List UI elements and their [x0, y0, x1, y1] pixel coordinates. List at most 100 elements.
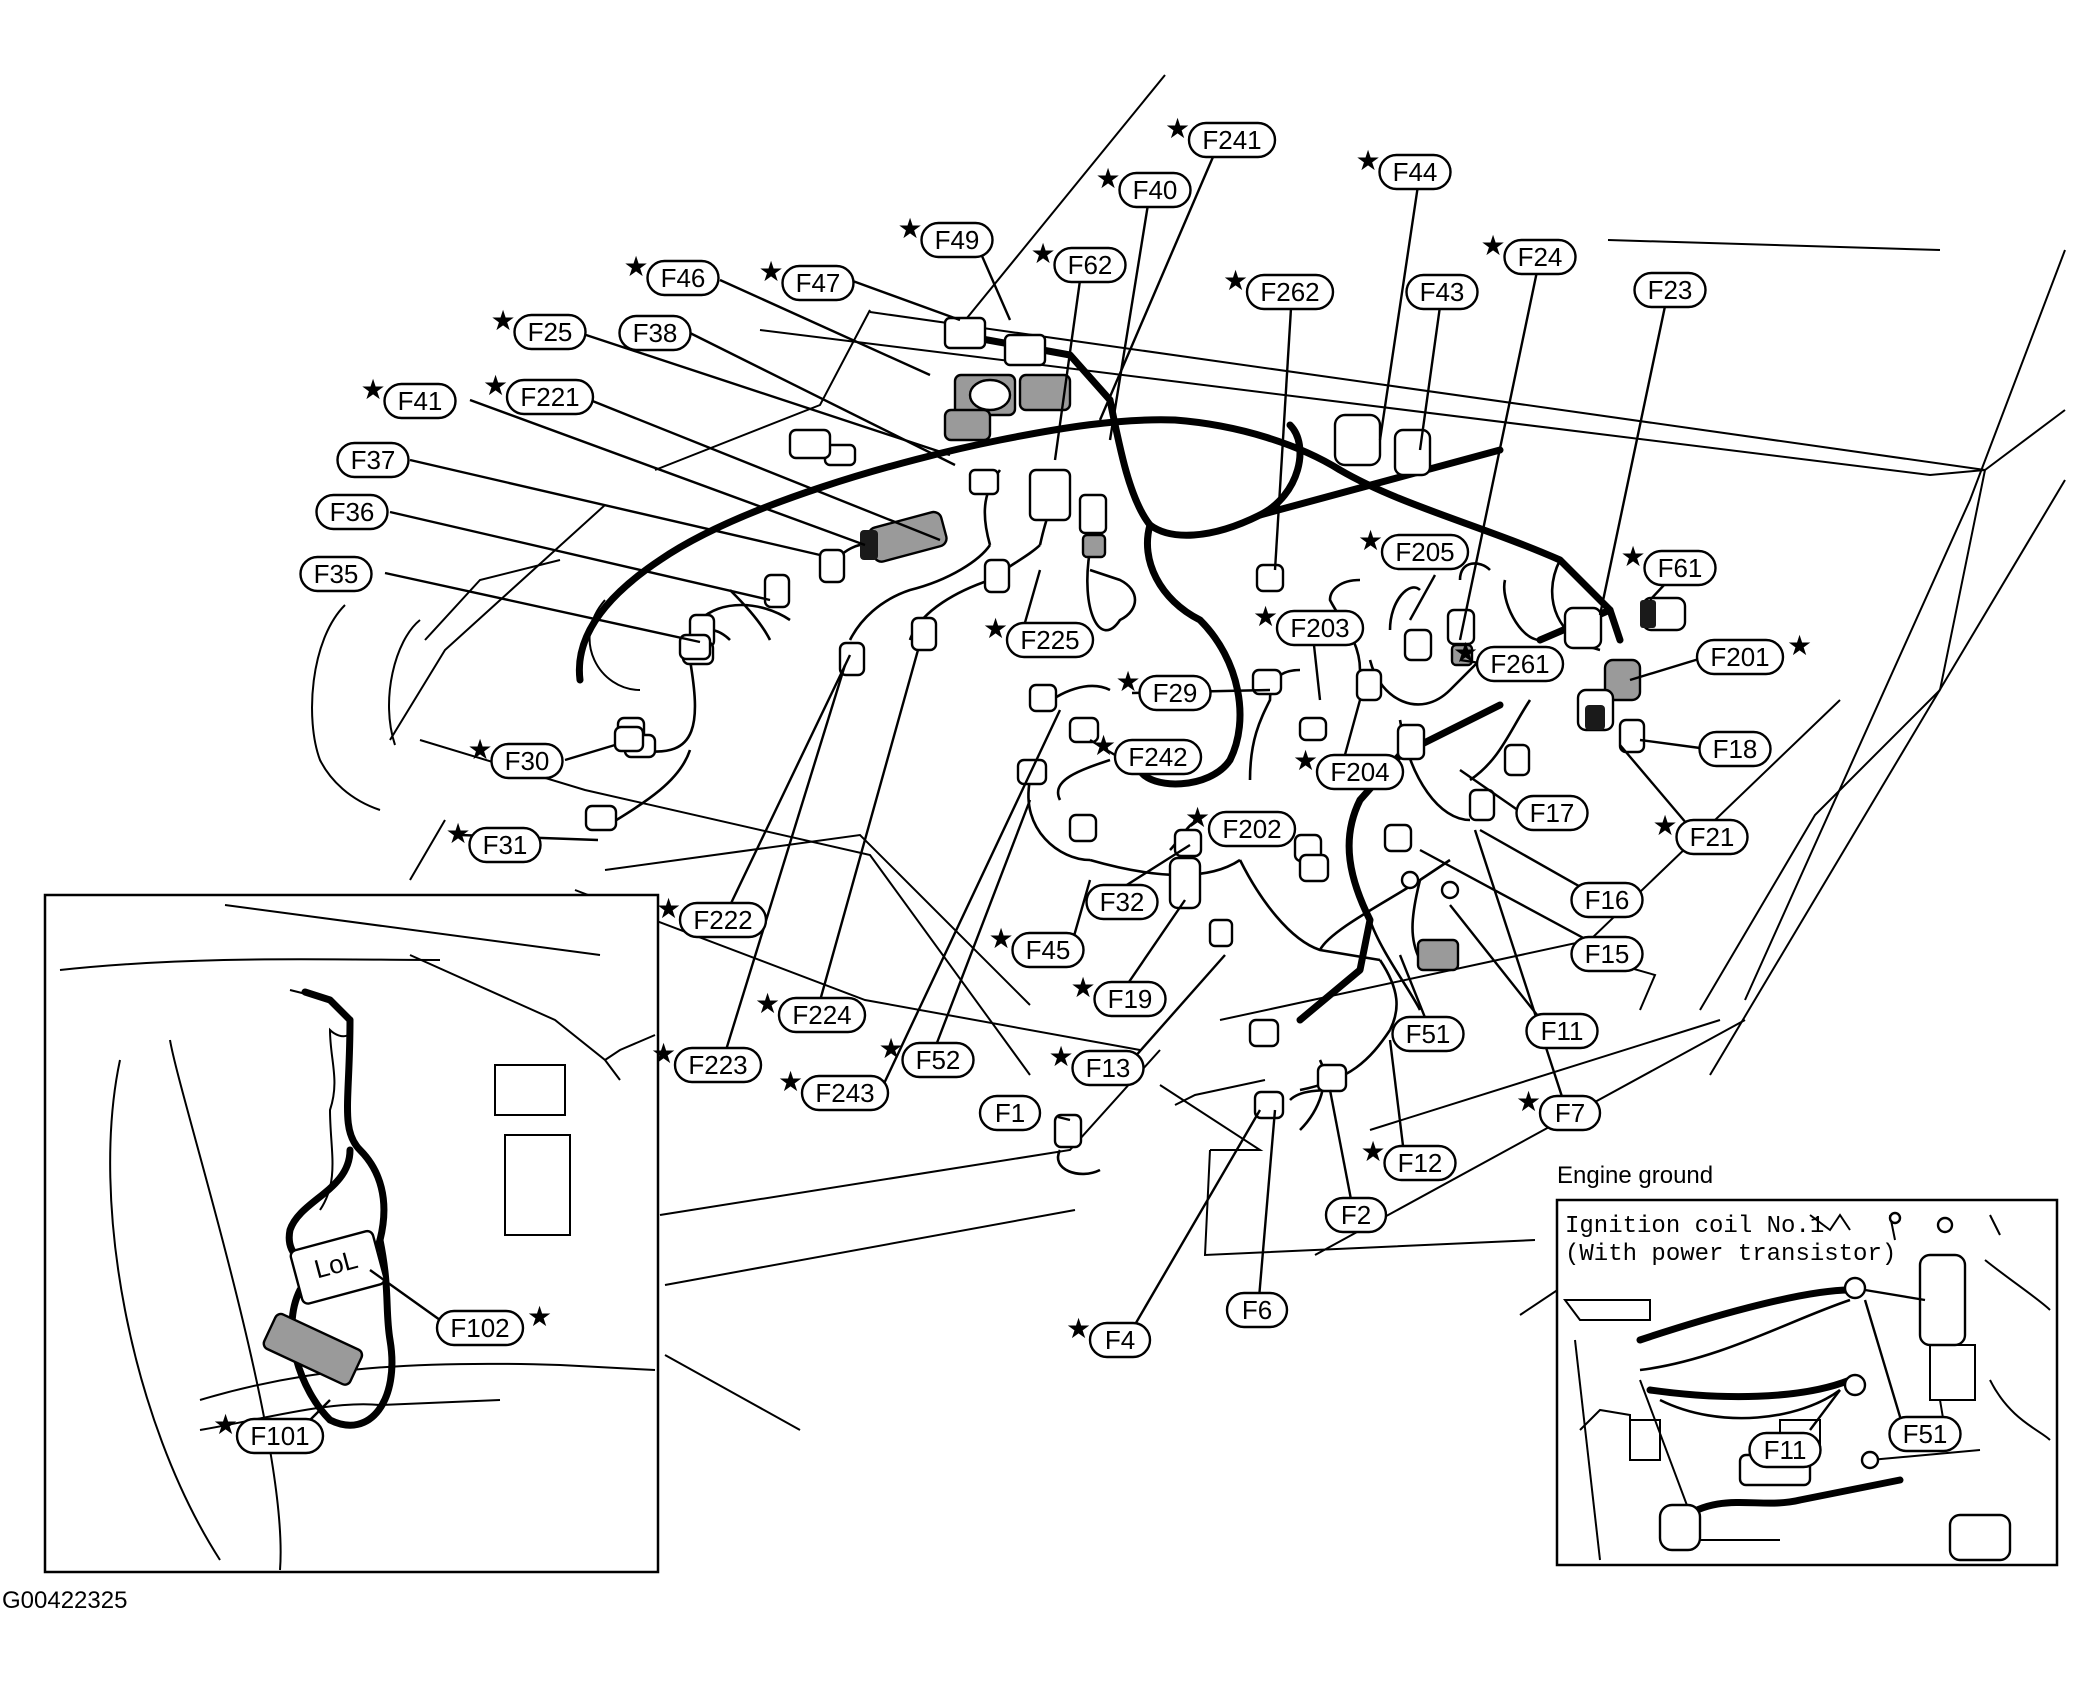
label-bubble	[1570, 881, 1644, 919]
star-icon: ★	[1358, 524, 1383, 557]
label-bubble	[1187, 121, 1277, 159]
connector-shapes	[584, 316, 1687, 1149]
label-text: F4	[1105, 1325, 1135, 1355]
label-text: F47	[796, 268, 841, 298]
label-text: F19	[1108, 984, 1153, 1014]
label-text: F40	[1133, 175, 1178, 205]
label-bubble	[235, 1417, 325, 1455]
label-f224: F224★	[755, 987, 867, 1034]
label-f201: F201★	[1695, 629, 1812, 676]
label-bubble	[646, 259, 720, 297]
label-f32: F32	[1085, 883, 1159, 921]
right-inset: Engine ground Ignition coil No.1 (With p…	[1555, 1162, 2059, 1567]
label-text: F13	[1086, 1053, 1131, 1083]
label-text: F43	[1420, 277, 1465, 307]
label-text: F31	[483, 830, 528, 860]
label-text: F23	[1648, 275, 1693, 305]
inset-title-line2: (With power transistor)	[1565, 1241, 1896, 1268]
label-f18: F18	[1698, 730, 1772, 768]
star-icon: ★	[446, 817, 471, 850]
label-text: F38	[633, 318, 678, 348]
label-f203: F203★	[1253, 600, 1365, 647]
label-f51: F51	[1391, 1015, 1465, 1053]
label-f242: F242★	[1091, 729, 1203, 776]
label-f261: F261★	[1453, 636, 1565, 683]
label-text: F24	[1518, 242, 1563, 272]
star-icon: ★	[1223, 264, 1248, 297]
label-bubble	[1503, 238, 1577, 276]
label-text: F52	[916, 1045, 961, 1075]
star-icon: ★	[1165, 112, 1190, 145]
star-icon: ★	[1096, 162, 1121, 195]
label-text: F101	[250, 1421, 309, 1451]
label-f262: F262 ★	[1223, 264, 1335, 311]
label-f17: F17	[1515, 794, 1589, 832]
label-f21: F21 ★	[1653, 809, 1749, 856]
label-bubble	[777, 996, 867, 1034]
star-icon: ★	[1453, 636, 1478, 669]
label-bubble	[490, 742, 564, 780]
label-bubble	[1085, 883, 1159, 921]
label-f30: F30★	[468, 733, 564, 780]
label-f35: F35	[299, 555, 373, 593]
label-text: F243	[815, 1078, 874, 1108]
figure-code: G00422325	[2, 1587, 127, 1614]
star-icon: ★	[1787, 629, 1812, 662]
label-bubble	[1748, 1431, 1822, 1469]
label-bubble	[1391, 1015, 1465, 1053]
label-text: F6	[1242, 1295, 1272, 1325]
label-bubble	[1053, 246, 1127, 284]
label-bubble	[618, 314, 692, 352]
label-bubble	[1378, 153, 1452, 191]
label-text: F16	[1585, 885, 1630, 915]
label-bubble	[1324, 1196, 1388, 1234]
star-icon: ★	[983, 612, 1008, 645]
label-f221: F221★	[483, 369, 595, 416]
label-text: F262	[1260, 277, 1319, 307]
label-text: F21	[1690, 822, 1735, 852]
label-f16: F16	[1570, 881, 1644, 919]
label-bubble	[781, 264, 855, 302]
label-f41: F41★	[361, 373, 457, 420]
label-text: F204	[1330, 757, 1389, 787]
star-icon: ★	[1621, 540, 1646, 573]
label-bubble	[800, 1074, 890, 1112]
label-f49: F49★	[898, 212, 994, 259]
label-bubbles: F241★F40★F44★F49★F62★F24★F46★F47★F262★F4…	[213, 112, 1962, 1469]
label-text: F223	[688, 1050, 747, 1080]
label-text: F242	[1128, 742, 1187, 772]
star-icon: ★	[1253, 600, 1278, 633]
label-f241: F241★	[1165, 112, 1277, 159]
label-bubble	[1538, 1094, 1602, 1132]
label-text: F222	[693, 905, 752, 935]
label-bubble	[678, 901, 768, 939]
star-icon: ★	[361, 373, 386, 406]
label-text: F29	[1153, 678, 1198, 708]
label-text: F12	[1398, 1148, 1443, 1178]
label-text: F205	[1395, 537, 1454, 567]
label-bubble	[1675, 818, 1749, 856]
star-icon: ★	[656, 892, 681, 925]
star-icon: ★	[1356, 144, 1381, 177]
inset-title-line1: Ignition coil No.1	[1565, 1213, 1824, 1240]
label-text: F221	[520, 382, 579, 412]
label-bubble	[1138, 674, 1212, 712]
label-f40: F40 ★	[1096, 162, 1192, 209]
label-bubble	[1011, 931, 1085, 969]
label-bubble	[435, 1309, 525, 1347]
label-text: F36	[330, 497, 375, 527]
star-icon: ★	[1653, 809, 1678, 842]
star-icon: ★	[879, 1032, 904, 1065]
label-bubble	[1245, 273, 1335, 311]
label-text: F17	[1530, 798, 1575, 828]
label-text: F11	[1541, 1016, 1584, 1046]
star-icon: ★	[624, 250, 649, 283]
label-bubble	[315, 493, 389, 531]
star-icon: ★	[759, 255, 784, 288]
label-bubble	[1633, 271, 1707, 309]
label-f43: F43	[1405, 273, 1479, 311]
label-text: F1	[995, 1098, 1025, 1128]
label-bubble	[1525, 1012, 1599, 1050]
star-icon: ★	[1361, 1135, 1386, 1168]
